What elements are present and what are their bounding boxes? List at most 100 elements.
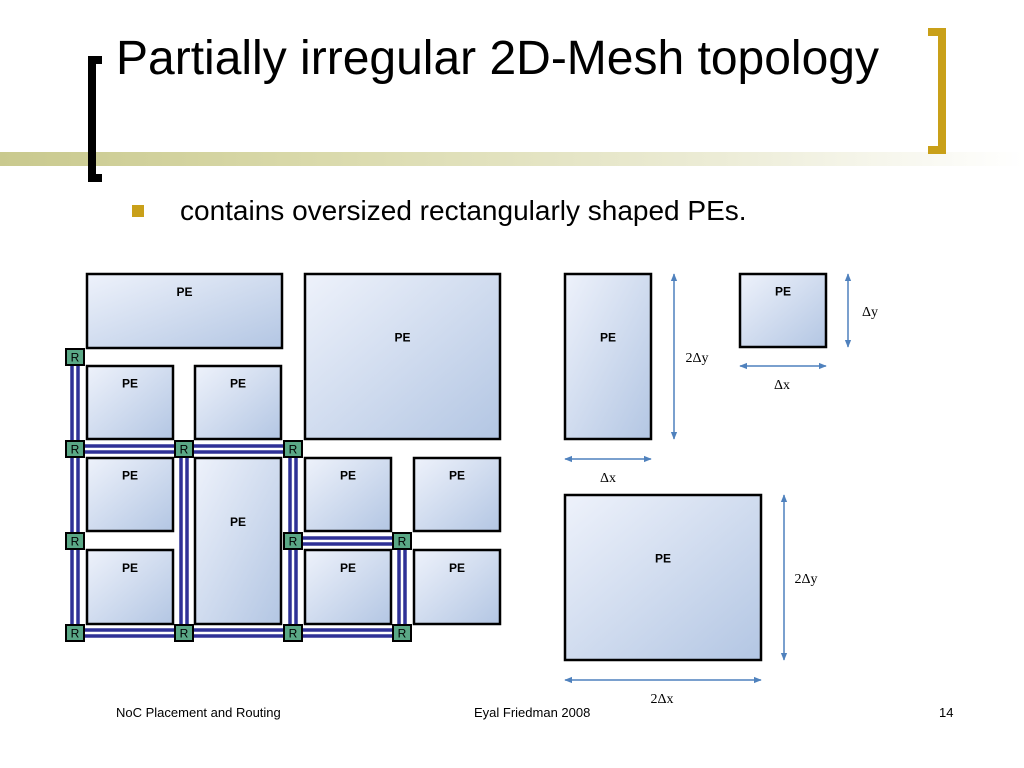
router-box: [174, 440, 194, 458]
pe-block-box: [412, 548, 502, 626]
bullet-item: contains oversized rectangularly shaped …: [132, 192, 982, 232]
mesh-link: [179, 449, 189, 633]
router-node: R: [174, 624, 194, 642]
pe-block-box: [85, 364, 175, 441]
router-label: R: [71, 443, 80, 457]
router-node: R: [392, 624, 412, 642]
pe-block-box: [303, 548, 393, 626]
legend-tall-pe-block-box: [563, 272, 653, 441]
router-box: [283, 440, 303, 458]
router-node: R: [283, 532, 303, 550]
router-label: R: [71, 351, 80, 365]
legend-tall-pe-block-label: PE: [600, 331, 616, 345]
mesh-pe-blocks: PE PE PE PE PE PE PE PE PE PE PE: [85, 272, 502, 626]
router-label: R: [71, 627, 80, 641]
router-node: R: [283, 440, 303, 458]
router-label: R: [289, 627, 298, 641]
router-box: [392, 624, 412, 642]
mesh-link: [293, 536, 402, 546]
router-box: [65, 348, 85, 366]
footer-author: Eyal Friedman 2008: [474, 705, 591, 720]
pe-block-box: [85, 456, 175, 533]
router-label: R: [289, 443, 298, 457]
router-label: R: [180, 627, 189, 641]
router-box: [283, 532, 303, 550]
mesh-link: [397, 541, 407, 633]
legend-small-pe-block: PE: [738, 272, 828, 349]
pe-block-label: PE: [449, 469, 465, 483]
pe-block: PE: [412, 548, 502, 626]
pe-block-label: PE: [122, 561, 138, 575]
router-box: [392, 532, 412, 550]
bullet-text: contains oversized rectangularly shaped …: [180, 195, 747, 226]
pe-block: PE: [303, 548, 393, 626]
pe-block: PE: [303, 272, 502, 441]
left-bracket-decoration: [88, 56, 102, 182]
router-label: R: [71, 535, 80, 549]
mesh-links: [70, 357, 407, 638]
legend-large-pe-block: PE: [563, 493, 763, 662]
pe-block-box: [193, 364, 283, 441]
pe-block-label: PE: [122, 377, 138, 391]
pe-block: PE: [193, 364, 283, 441]
mesh-link: [70, 357, 80, 633]
pe-block-label: PE: [449, 561, 465, 575]
pe-block-label: PE: [340, 469, 356, 483]
pe-block-label: PE: [176, 285, 192, 299]
router-node: R: [174, 440, 194, 458]
router-box: [283, 624, 303, 642]
pe-block-box: [85, 548, 175, 626]
router-label: R: [398, 535, 407, 549]
router-node: R: [65, 440, 85, 458]
pe-block-label: PE: [230, 377, 246, 391]
router-node: R: [283, 624, 303, 642]
footer-presentation-title: NoC Placement and Routing: [116, 705, 281, 720]
legend-small-height-label: Δy: [862, 305, 878, 320]
router-box: [65, 532, 85, 550]
legend-large-width-label: 2Δx: [650, 692, 673, 707]
bullet-marker: [132, 205, 144, 217]
pe-block-box: [193, 456, 283, 626]
legend-small-width-label: Δx: [774, 378, 790, 393]
pe-block: PE: [303, 456, 393, 533]
pe-block-label: PE: [230, 515, 246, 529]
router-label: R: [289, 535, 298, 549]
pe-block-box: [412, 456, 502, 533]
pe-block: PE: [85, 548, 175, 626]
pe-block: PE: [412, 456, 502, 533]
legend-large-pe: PE 2Δy 2Δx: [563, 493, 818, 707]
slide-title: Partially irregular 2D-Mesh topology: [116, 32, 879, 85]
router-node: R: [65, 624, 85, 642]
mesh-routers: R R R R R R R R R R R: [65, 348, 412, 642]
legend-small-pe-block-label: PE: [775, 285, 791, 299]
legend-large-pe-block-label: PE: [655, 552, 671, 566]
pe-block-box: [303, 272, 502, 441]
router-box: [65, 440, 85, 458]
legend-small-pe-block-box: [738, 272, 828, 349]
pe-block: PE: [85, 364, 175, 441]
router-box: [65, 624, 85, 642]
legend-large-pe-block-box: [563, 493, 763, 662]
router-label: R: [398, 627, 407, 641]
footer-page-number: 14: [939, 705, 954, 720]
legend-tall-height-label: 2Δy: [685, 351, 708, 366]
router-label: R: [180, 443, 189, 457]
mesh-link: [75, 628, 402, 638]
router-box: [174, 624, 194, 642]
router-node: R: [392, 532, 412, 550]
right-bracket-decoration: [928, 28, 946, 154]
legend-large-height-label: 2Δy: [794, 572, 817, 587]
router-node: R: [65, 532, 85, 550]
pe-block-label: PE: [122, 469, 138, 483]
pe-block: PE: [193, 456, 283, 626]
legend-tall-width-label: Δx: [600, 471, 616, 486]
legend-tall-pe-block: PE: [563, 272, 653, 441]
pe-block-label: PE: [394, 331, 410, 345]
pe-block-label: PE: [340, 561, 356, 575]
pe-block-box: [85, 272, 284, 350]
router-node: R: [65, 348, 85, 366]
